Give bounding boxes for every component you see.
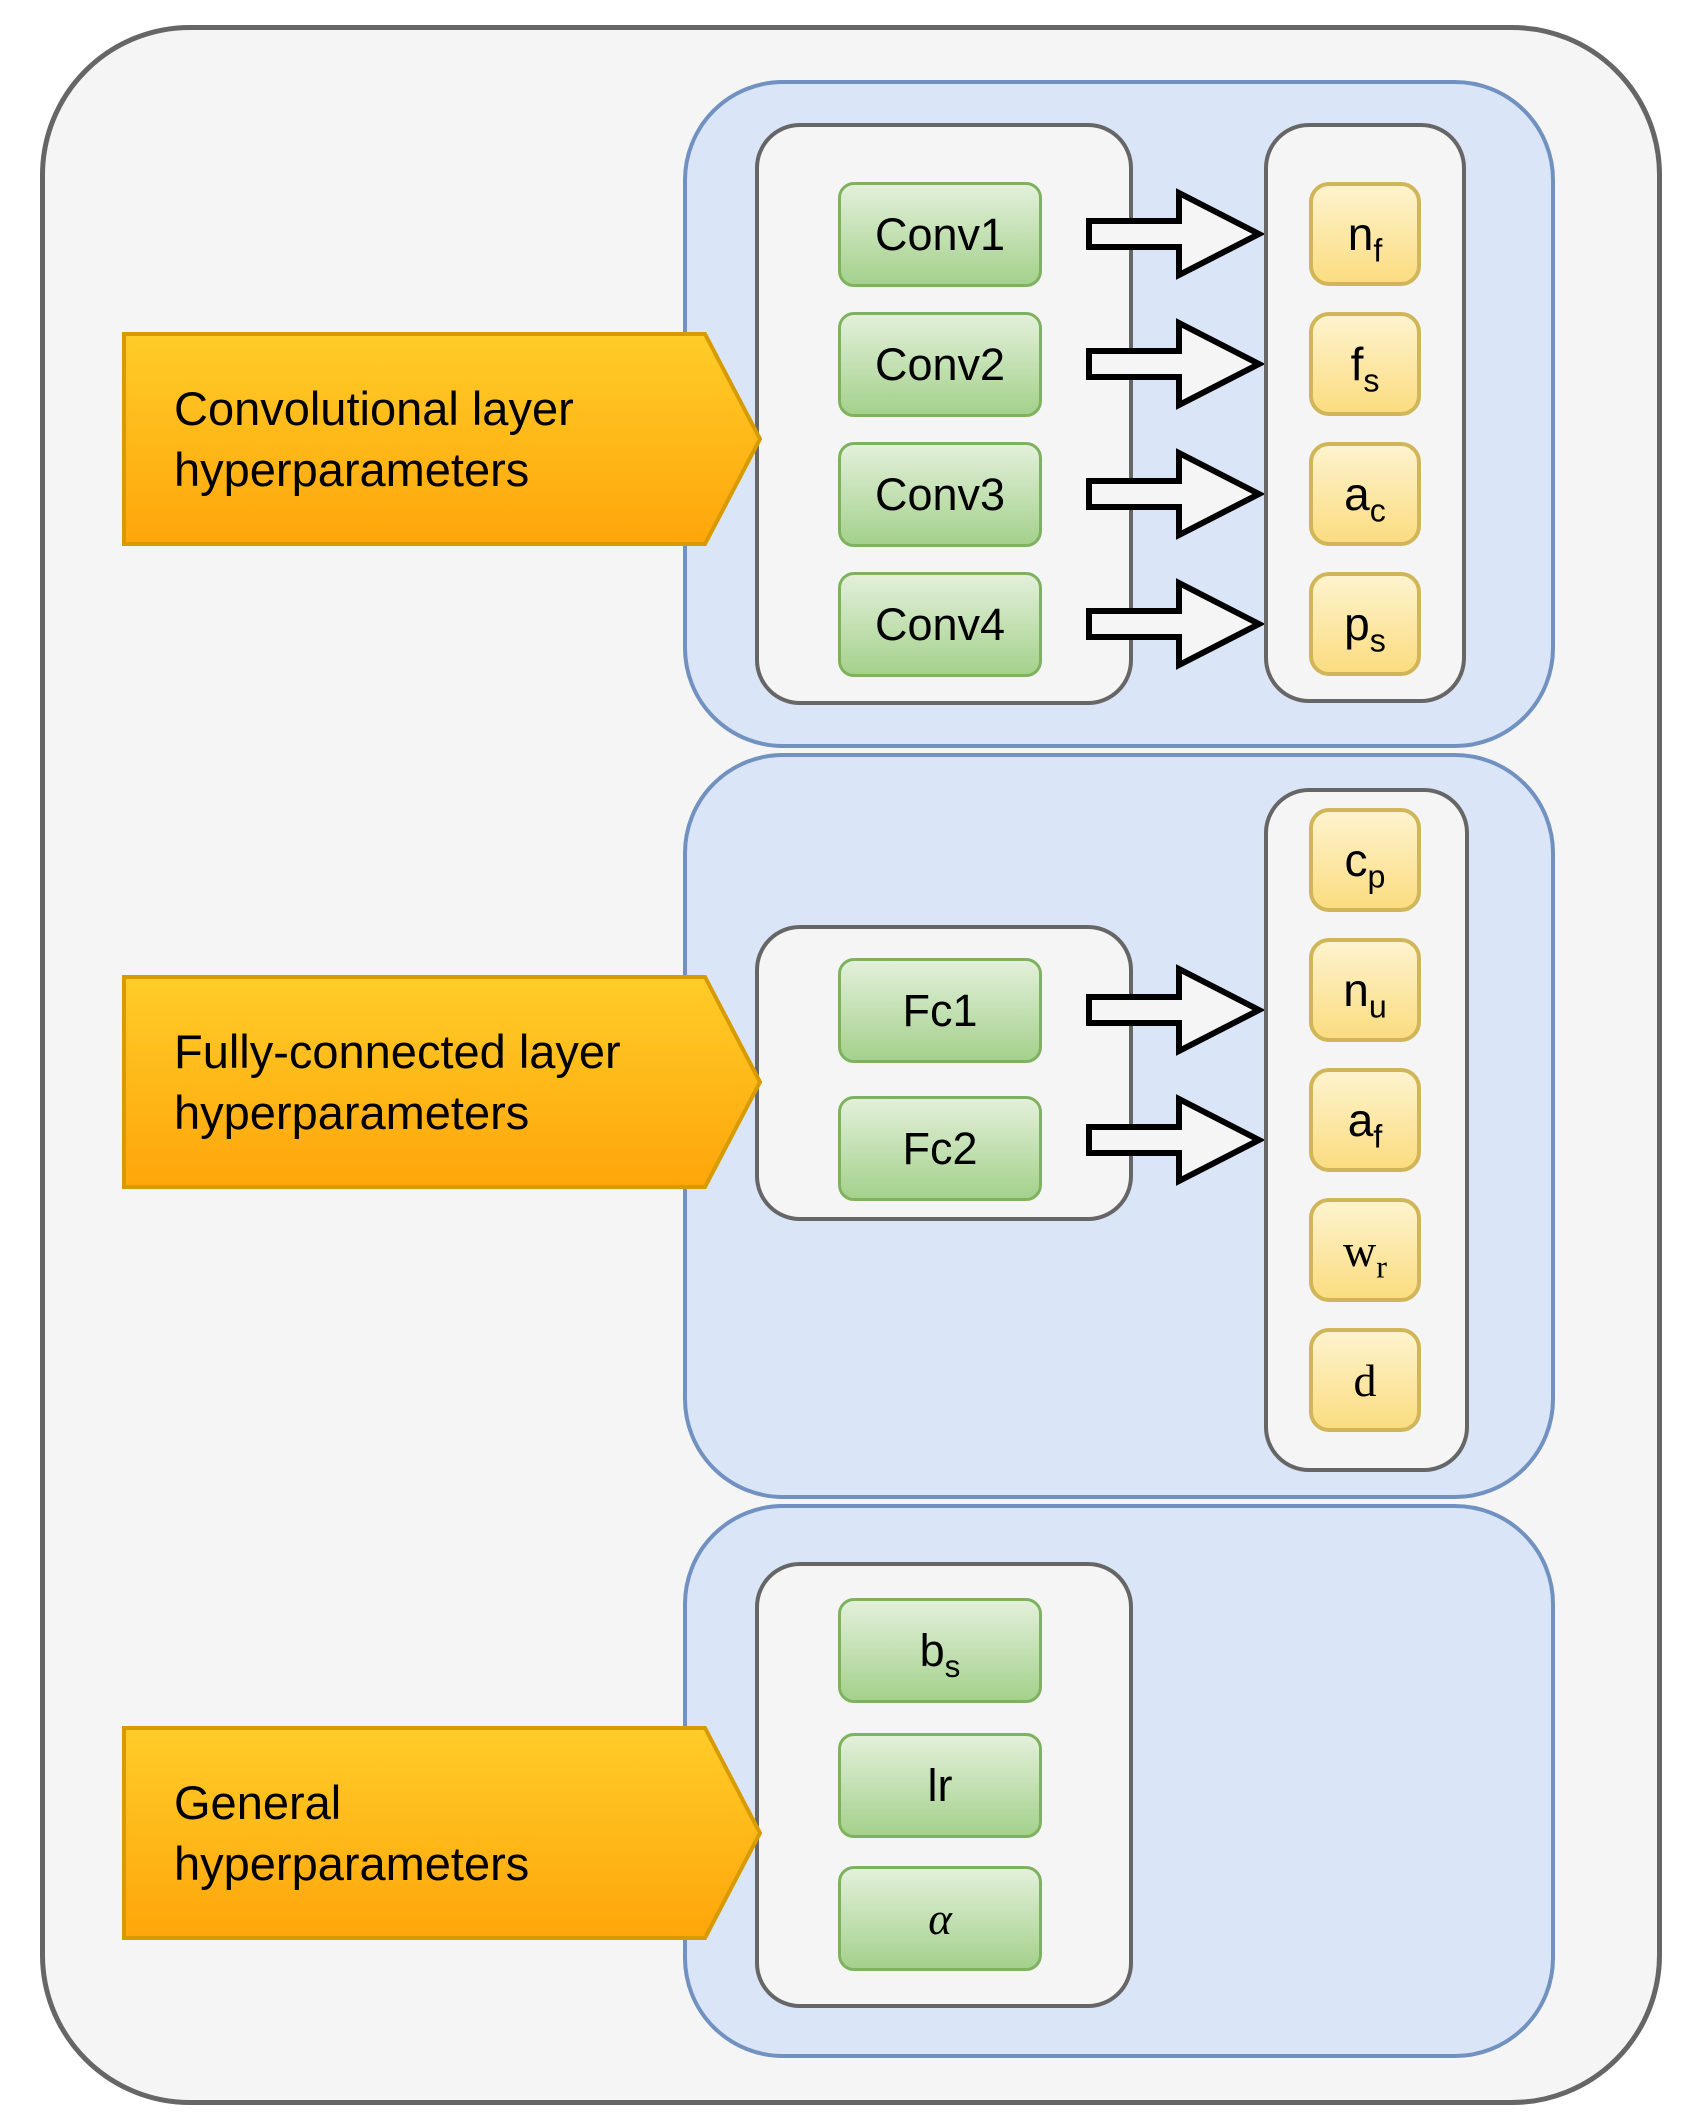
- callout-text: General hyperparameters: [174, 1776, 530, 1890]
- param-box-lr: lr: [838, 1733, 1042, 1838]
- conv-label-callout: Convolutional layer hyperparameters: [122, 332, 762, 546]
- param-label: ac: [1344, 468, 1386, 529]
- block-arrow-fc2-icon: [1086, 1094, 1264, 1186]
- callout-text: Convolutional layer hyperparameters: [174, 382, 574, 496]
- param-box-fs: fs: [1309, 312, 1421, 416]
- param-box-wr: wr: [1309, 1198, 1421, 1302]
- param-box-cp: cp: [1309, 808, 1421, 912]
- layer-label: Conv3: [874, 468, 1006, 520]
- param-label: ps: [1344, 598, 1386, 659]
- param-label: lr: [927, 1759, 953, 1811]
- param-box-bs: bs: [838, 1598, 1042, 1703]
- param-label: nu: [1343, 964, 1387, 1025]
- fc-label-callout: Fully-connected layer hyperparameters: [122, 975, 762, 1189]
- callout-shape: [122, 1726, 762, 1940]
- param-label: d: [1353, 1354, 1377, 1406]
- param-label: wr: [1343, 1224, 1387, 1284]
- callout-shape: [122, 332, 762, 546]
- block-arrow-fc1-icon: [1086, 964, 1264, 1056]
- param-box-ps: ps: [1309, 572, 1421, 676]
- param-box-af: af: [1309, 1068, 1421, 1172]
- layer-box-conv4: Conv4: [838, 572, 1042, 677]
- param-box-d: d: [1309, 1328, 1421, 1432]
- param-label: fs: [1350, 338, 1380, 399]
- block-arrow-conv3-icon: [1086, 448, 1264, 540]
- callout-shape: [122, 975, 762, 1189]
- layer-label: Conv4: [874, 598, 1006, 650]
- layer-box-fc1: Fc1: [838, 958, 1042, 1063]
- param-box-nf: nf: [1309, 182, 1421, 286]
- layer-label: Conv2: [874, 338, 1006, 390]
- param-box-alpha: α: [838, 1866, 1042, 1971]
- layer-label: Fc1: [902, 984, 978, 1036]
- block-arrow-conv1-icon: [1086, 188, 1264, 280]
- block-arrow-conv2-icon: [1086, 318, 1264, 410]
- layer-label: Conv1: [874, 208, 1006, 260]
- layer-label: Fc2: [902, 1122, 978, 1174]
- layer-box-conv1: Conv1: [838, 182, 1042, 287]
- param-label: nf: [1347, 208, 1383, 269]
- layer-box-fc2: Fc2: [838, 1096, 1042, 1201]
- block-arrow-conv4-icon: [1086, 578, 1264, 670]
- param-label: af: [1347, 1094, 1383, 1155]
- general-label-callout: General hyperparameters: [122, 1726, 762, 1940]
- param-label: bs: [919, 1624, 961, 1684]
- layer-box-conv2: Conv2: [838, 312, 1042, 417]
- callout-text: Fully-connected layer hyperparameters: [174, 1025, 621, 1139]
- param-label: cp: [1344, 834, 1386, 895]
- param-box-ac: ac: [1309, 442, 1421, 546]
- param-label: α: [928, 1893, 952, 1944]
- layer-box-conv3: Conv3: [838, 442, 1042, 547]
- param-box-nu: nu: [1309, 938, 1421, 1042]
